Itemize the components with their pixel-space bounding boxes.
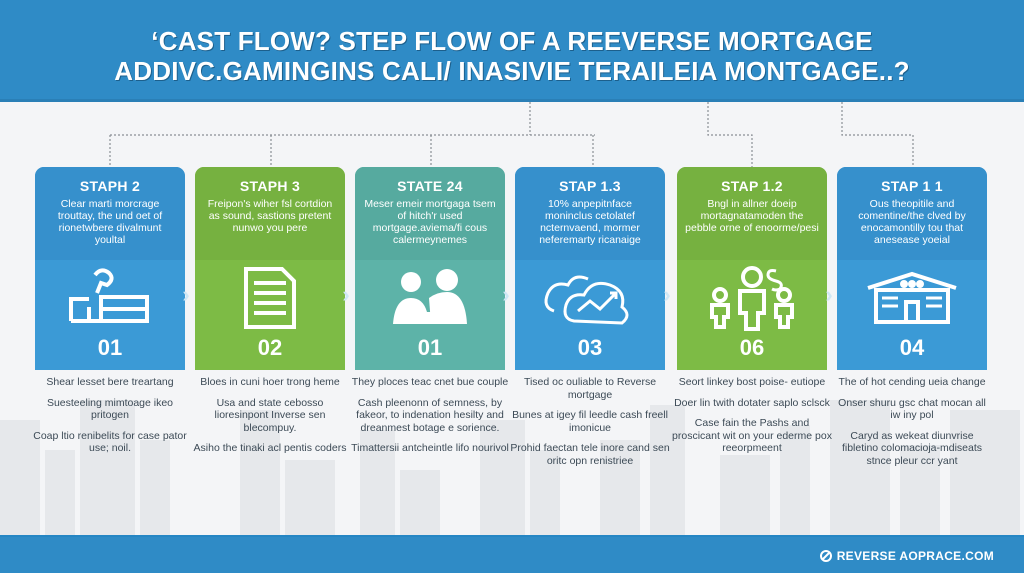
- step-card-3[interactable]: STATE 24 Meser emeir mortgaga tsem of hi…: [355, 167, 505, 370]
- footer-bar: REVERSE AOPRACE.COM: [0, 535, 1024, 573]
- detail-text: They ploces teac cnet bue couple: [351, 376, 509, 388]
- detail-text: Cash pleenonn of semness, by fakeor, to …: [356, 396, 504, 434]
- detail-text: Usa and state cebosso lioresinpont Inver…: [214, 396, 326, 434]
- step-details-2: Bloes in cuni hoer trong heme Usa and st…: [190, 376, 350, 463]
- detail-text: Suesteeling mimtoage ikeo pritogen: [46, 396, 174, 422]
- detail-text: Coap ltio renibelits for case pator use;…: [33, 429, 187, 455]
- step-description: Clear marti morcrage trouttay, the und o…: [57, 198, 163, 246]
- step-number: 01: [97, 335, 123, 360]
- chevron-right-icon: ›: [182, 282, 190, 307]
- detail-text: Prohid faectan tele inore cand sen oritc…: [510, 442, 670, 467]
- chevron-right-icon: ›: [342, 282, 350, 307]
- step-card-1[interactable]: STAPH 2 Clear marti morcrage trouttay, t…: [35, 167, 185, 370]
- logo-icon: [819, 550, 832, 562]
- step-title: STAP 1.3: [559, 178, 621, 194]
- step-description: Freipon's wiher fsl cortdion as sound, s…: [207, 198, 333, 234]
- cloud-growth-icon: [515, 260, 665, 335]
- step-number: 01: [417, 335, 443, 360]
- detail-text: Onser shuru gsc chat mocan all iw iny po…: [838, 396, 986, 422]
- step-details-5: Seort linkey bost poise- eutiope Doer li…: [672, 376, 832, 463]
- detail-text: Doer lin twith dotater saplo sclsck: [674, 396, 830, 409]
- footer-brand-link[interactable]: REVERSE AOPRACE.COM: [819, 549, 994, 563]
- flow-connectors: [109, 102, 914, 167]
- step-number: 04: [899, 335, 925, 360]
- detail-text: Caryd as wekeat diunvrise fibletino colo…: [841, 429, 983, 467]
- step-number: 03: [577, 335, 603, 360]
- house-icon: [837, 260, 987, 335]
- detail-text: Asiho the tinaki acl pentis coders: [193, 442, 347, 454]
- step-card-5[interactable]: STAP 1.2 Bngl in allner doeip mortagnata…: [677, 167, 827, 370]
- step-details-1: Shear lesset bere treartang Suesteeling …: [30, 376, 190, 463]
- family-money-icon: [677, 260, 827, 335]
- header-banner: ‘CAST FLOW? STEP FLOW OF A REEVERSE MORT…: [0, 0, 1024, 102]
- document-icon: [195, 260, 345, 335]
- step-description: Ous theopitile and comentine/the clved b…: [858, 198, 966, 246]
- step-details-6: The of hot cending ueia change Onser shu…: [832, 376, 992, 475]
- chevron-right-icon: ›: [825, 282, 833, 307]
- chevron-right-icon: ›: [502, 282, 510, 307]
- detail-text: Shear lesset bere treartang: [46, 376, 174, 388]
- title-line-1: ‘CAST FLOW? STEP FLOW OF A REEVERSE MORT…: [151, 26, 873, 56]
- detail-text: The of hot cending ueia change: [838, 376, 986, 388]
- step-card-6[interactable]: STAP 1 1 Ous theopitile and comentine/th…: [837, 167, 987, 370]
- detail-text: Seort linkey bost poise- eutiope: [678, 376, 826, 388]
- chevron-right-icon: ›: [663, 282, 671, 307]
- step-card-4[interactable]: STAP 1.3 10% anpepitnface moninclus ceto…: [515, 167, 665, 370]
- step-card-2[interactable]: STAPH 3 Freipon's wiher fsl cortdion as …: [195, 167, 345, 370]
- step-description: Meser emeir mortgaga tsem of hitch'r use…: [364, 198, 496, 246]
- step-title: STAPH 3: [239, 178, 301, 194]
- step-title: STAP 1 1: [881, 178, 943, 194]
- step-title: STATE 24: [397, 178, 463, 194]
- step-title: STAP 1.2: [721, 178, 783, 194]
- step-details-3: They ploces teac cnet bue couple Cash pl…: [350, 376, 510, 463]
- detail-text: Bloes in cuni hoer trong heme: [200, 376, 340, 388]
- step-description: Bngl in allner doeip mortagnatamoden the…: [685, 198, 819, 234]
- step-details-4: Tised oc ouliable to Reverse mortgage Bu…: [510, 376, 670, 475]
- detail-text: Tised oc ouliable to Reverse mortgage: [523, 376, 657, 401]
- desk-computer-icon: [35, 260, 185, 335]
- step-number: 06: [739, 335, 765, 360]
- detail-text: Case fain the Pashs and proscicant wit o…: [672, 417, 832, 454]
- couple-icon: [355, 260, 505, 335]
- footer-brand-text: REVERSE AOPRACE.COM: [836, 549, 994, 563]
- step-number: 02: [257, 335, 283, 360]
- step-description: 10% anpepitnface moninclus cetolatef nct…: [539, 198, 641, 246]
- detail-text: Bunes at igey fil leedle cash freell imo…: [512, 409, 668, 434]
- title-line-2: ADDIVC.GAMINGINS CALI/ INASIVIE TERAILEI…: [114, 56, 910, 86]
- detail-text: Timattersii antcheintle lifo nourivol: [351, 442, 509, 454]
- step-title: STAPH 2: [79, 178, 141, 194]
